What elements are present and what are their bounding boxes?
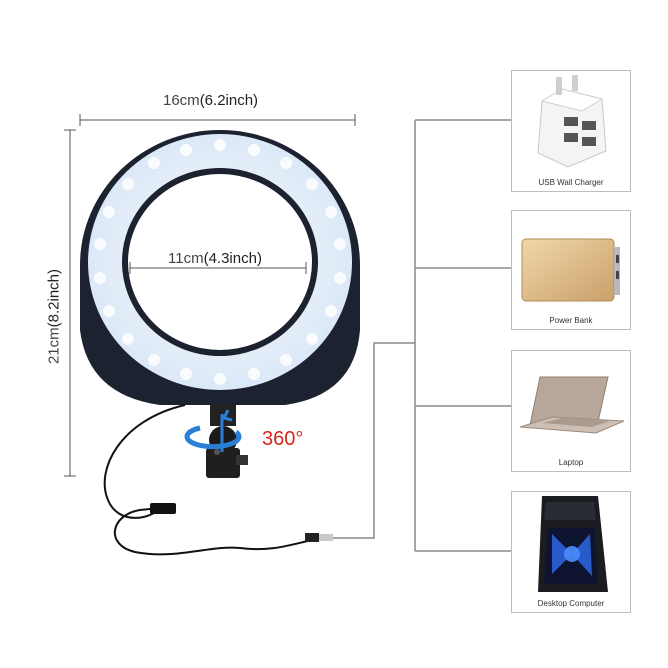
height-cm: 21cm: [45, 327, 63, 365]
device-caption: Desktop Computer: [537, 599, 605, 608]
usb-plug: [305, 533, 333, 542]
connector-lines: [333, 119, 511, 552]
usb-wall-charger-icon: [537, 75, 607, 168]
height-inch: (8.2inch): [45, 268, 63, 328]
height-text: 21cm(8.2inch): [46, 257, 63, 377]
usb-cable: [103, 404, 313, 556]
device-caption: Laptop: [558, 458, 584, 467]
device-caption: USB Wall Charger: [538, 178, 604, 187]
device-caption: Power Bank: [549, 316, 593, 325]
inner-inch: (4.3inch): [203, 250, 262, 267]
width-cm: 16cm: [163, 92, 200, 109]
led-beads: [94, 139, 346, 385]
inner-dimension-line: [129, 262, 307, 274]
inner-diameter-label: 11cm(4.3inch): [168, 250, 262, 267]
desktop-computer-icon: [538, 496, 608, 592]
height-label: 21cm(8.2inch): [44, 258, 64, 378]
rotate-arrow-icon: [184, 409, 242, 452]
laptop-icon: [519, 376, 625, 434]
rotation-label: 360°: [262, 428, 304, 450]
inline-switch: [150, 503, 176, 514]
inner-cm: 11cm: [168, 250, 204, 267]
device-laptop: Laptop: [511, 350, 631, 472]
device-power-bank: Power Bank: [511, 210, 631, 330]
device-desktop-computer: Desktop Computer: [511, 491, 631, 613]
width-inch: (6.2inch): [199, 92, 259, 109]
height-dimension-line: [64, 129, 76, 477]
device-usb-wall-charger: USB Wall Charger: [511, 70, 631, 192]
power-bank-icon: [521, 238, 620, 302]
width-label: 16cm(6.2inch): [163, 92, 258, 109]
width-dimension-line: [79, 114, 356, 126]
